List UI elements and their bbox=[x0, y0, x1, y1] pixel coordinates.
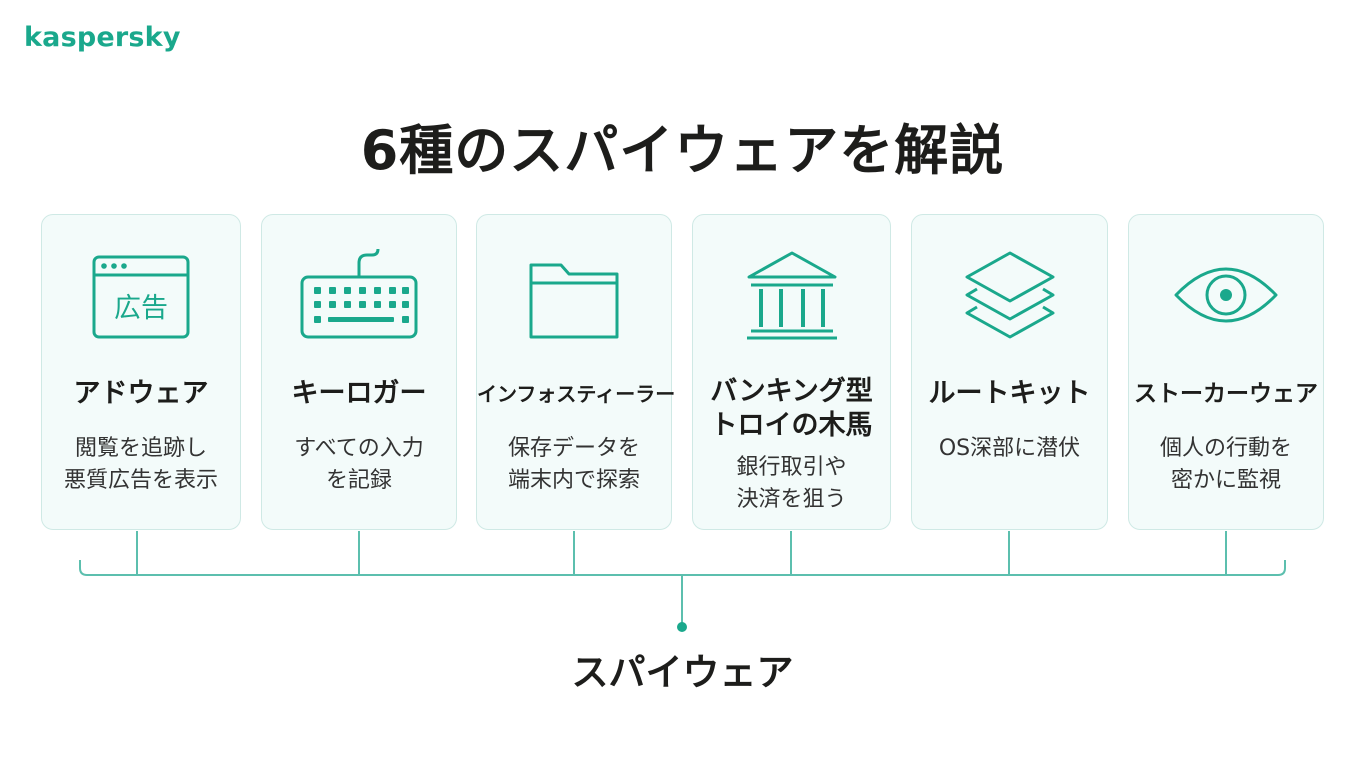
bank-icon bbox=[693, 245, 890, 355]
layers-icon bbox=[912, 245, 1107, 355]
page-title: 6種のスパイウェアを解説 bbox=[360, 119, 1005, 182]
card-desc: 個人の行動を密かに監視 bbox=[1159, 436, 1292, 493]
card-keylogger: キーロガー すべての入力を記録 bbox=[261, 214, 457, 530]
card-name: バンキング型トロイの木馬 bbox=[710, 376, 873, 441]
browser-ad-icon: 広告 bbox=[42, 245, 240, 355]
card-desc: OS深部に潜伏 bbox=[938, 436, 1081, 461]
card-desc: 銀行取引や決済を狙う bbox=[736, 455, 847, 512]
card-adware: 広告 アドウェア 閲覧を追跡し悪質広告を表示 bbox=[41, 214, 241, 530]
ad-icon-text: 広告 bbox=[114, 293, 168, 324]
card-rootkit: ルートキット OS深部に潜伏 bbox=[911, 214, 1108, 530]
folder-icon bbox=[477, 245, 671, 355]
eye-icon bbox=[1129, 245, 1323, 355]
card-infostealer: インフォスティーラー 保存データを端末内で探索 bbox=[476, 214, 676, 530]
card-name: キーロガー bbox=[291, 378, 427, 409]
card-name: インフォスティーラー bbox=[477, 382, 676, 406]
root-label: スパイウェア bbox=[571, 651, 794, 694]
card-name: アドウェア bbox=[73, 378, 209, 409]
card-banking-trojan: バンキング型トロイの木馬 銀行取引や決済を狙う bbox=[692, 214, 891, 530]
keyboard-icon bbox=[262, 245, 456, 355]
card-name: ストーカーウェア bbox=[1134, 381, 1318, 407]
card-desc: 閲覧を追跡し悪質広告を表示 bbox=[63, 436, 218, 493]
card-name: ルートキット bbox=[928, 378, 1091, 409]
card-desc: 保存データを端末内で探索 bbox=[507, 436, 640, 493]
root-node-dot bbox=[677, 622, 687, 632]
card-desc: すべての入力を記録 bbox=[294, 436, 424, 493]
card-stalkerware: ストーカーウェア 個人の行動を密かに監視 bbox=[1128, 214, 1324, 530]
kaspersky-logo: kaspersky bbox=[24, 22, 181, 53]
